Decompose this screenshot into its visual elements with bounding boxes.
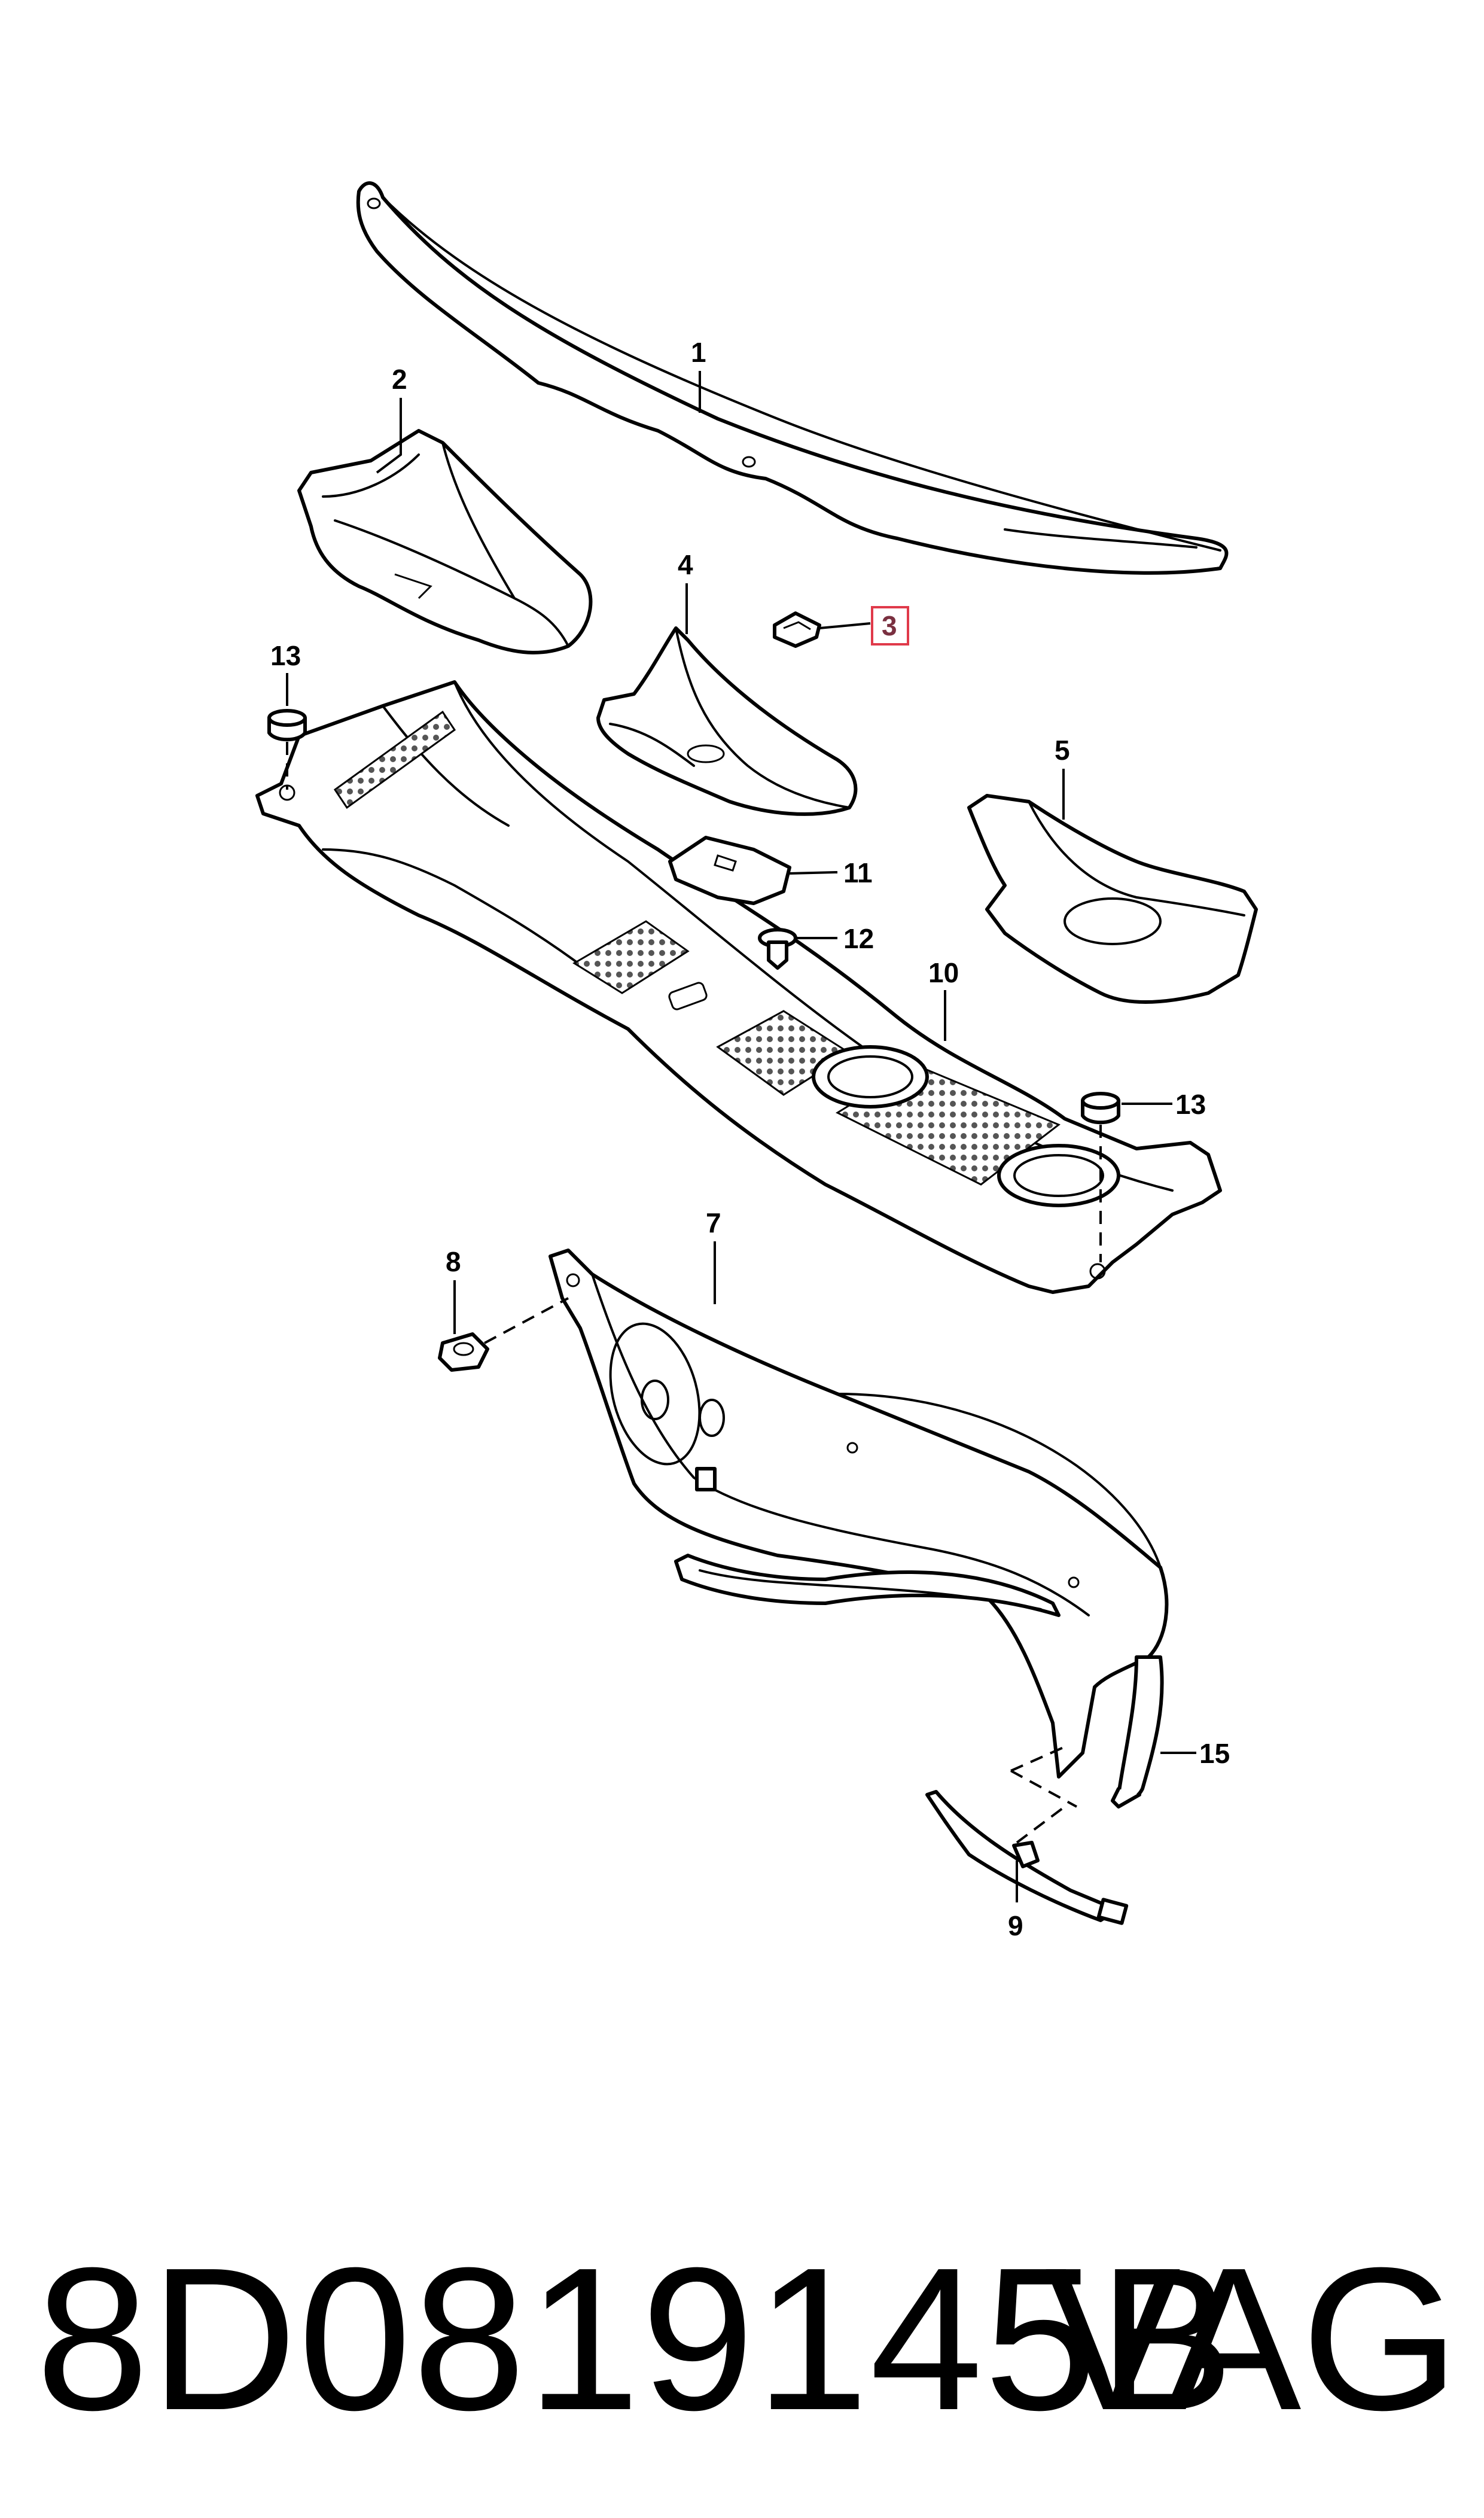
part-2-air-channel <box>297 429 593 654</box>
part-4-center-duct <box>596 626 858 816</box>
brand-text: VAG <box>1045 2225 1459 2453</box>
callout-10: 10 <box>928 957 959 988</box>
part-13-grommet-left <box>267 709 307 790</box>
part-15-gasket <box>674 1554 1164 1808</box>
part-10-plenum-cover <box>255 680 1222 1294</box>
part-number-text: 8D0819145B <box>36 2225 1236 2453</box>
callout-7: 7 <box>706 1207 721 1238</box>
callout-9: 9 <box>1008 1910 1023 1941</box>
callout-labels: 1 2 4 3 5 11 12 10 13 13 7 8 15 9 <box>270 337 1230 1941</box>
part-9-cable-tie <box>925 1746 1129 1925</box>
callout-2: 2 <box>392 364 407 395</box>
callout-13-left: 13 <box>270 640 301 671</box>
callout-3: 3 <box>882 610 897 641</box>
callout-8: 8 <box>446 1246 461 1277</box>
callout-11: 11 <box>843 857 873 888</box>
part-11-cover-plate <box>668 836 791 905</box>
part-13-grommet-right <box>1081 1092 1120 1262</box>
leader-lines <box>286 371 1196 1902</box>
callout-15: 15 <box>1199 1738 1230 1769</box>
callout-4: 4 <box>678 549 693 580</box>
part-12-push-rivet <box>758 928 797 970</box>
footer: 8D0819145B VAG <box>36 2225 1459 2453</box>
callout-12: 12 <box>843 923 874 954</box>
callout-13-right: 13 <box>1175 1089 1206 1120</box>
part-7-plenum-panel <box>548 1249 1169 1779</box>
part-1-seal-strip <box>356 181 1229 575</box>
callout-5: 5 <box>1055 735 1070 766</box>
part-8-nut <box>438 1297 569 1372</box>
part-3-clip <box>773 611 821 648</box>
part-5-air-channel <box>967 794 1258 1004</box>
callout-1: 1 <box>691 337 706 368</box>
callout-3-highlight-box <box>871 606 909 646</box>
